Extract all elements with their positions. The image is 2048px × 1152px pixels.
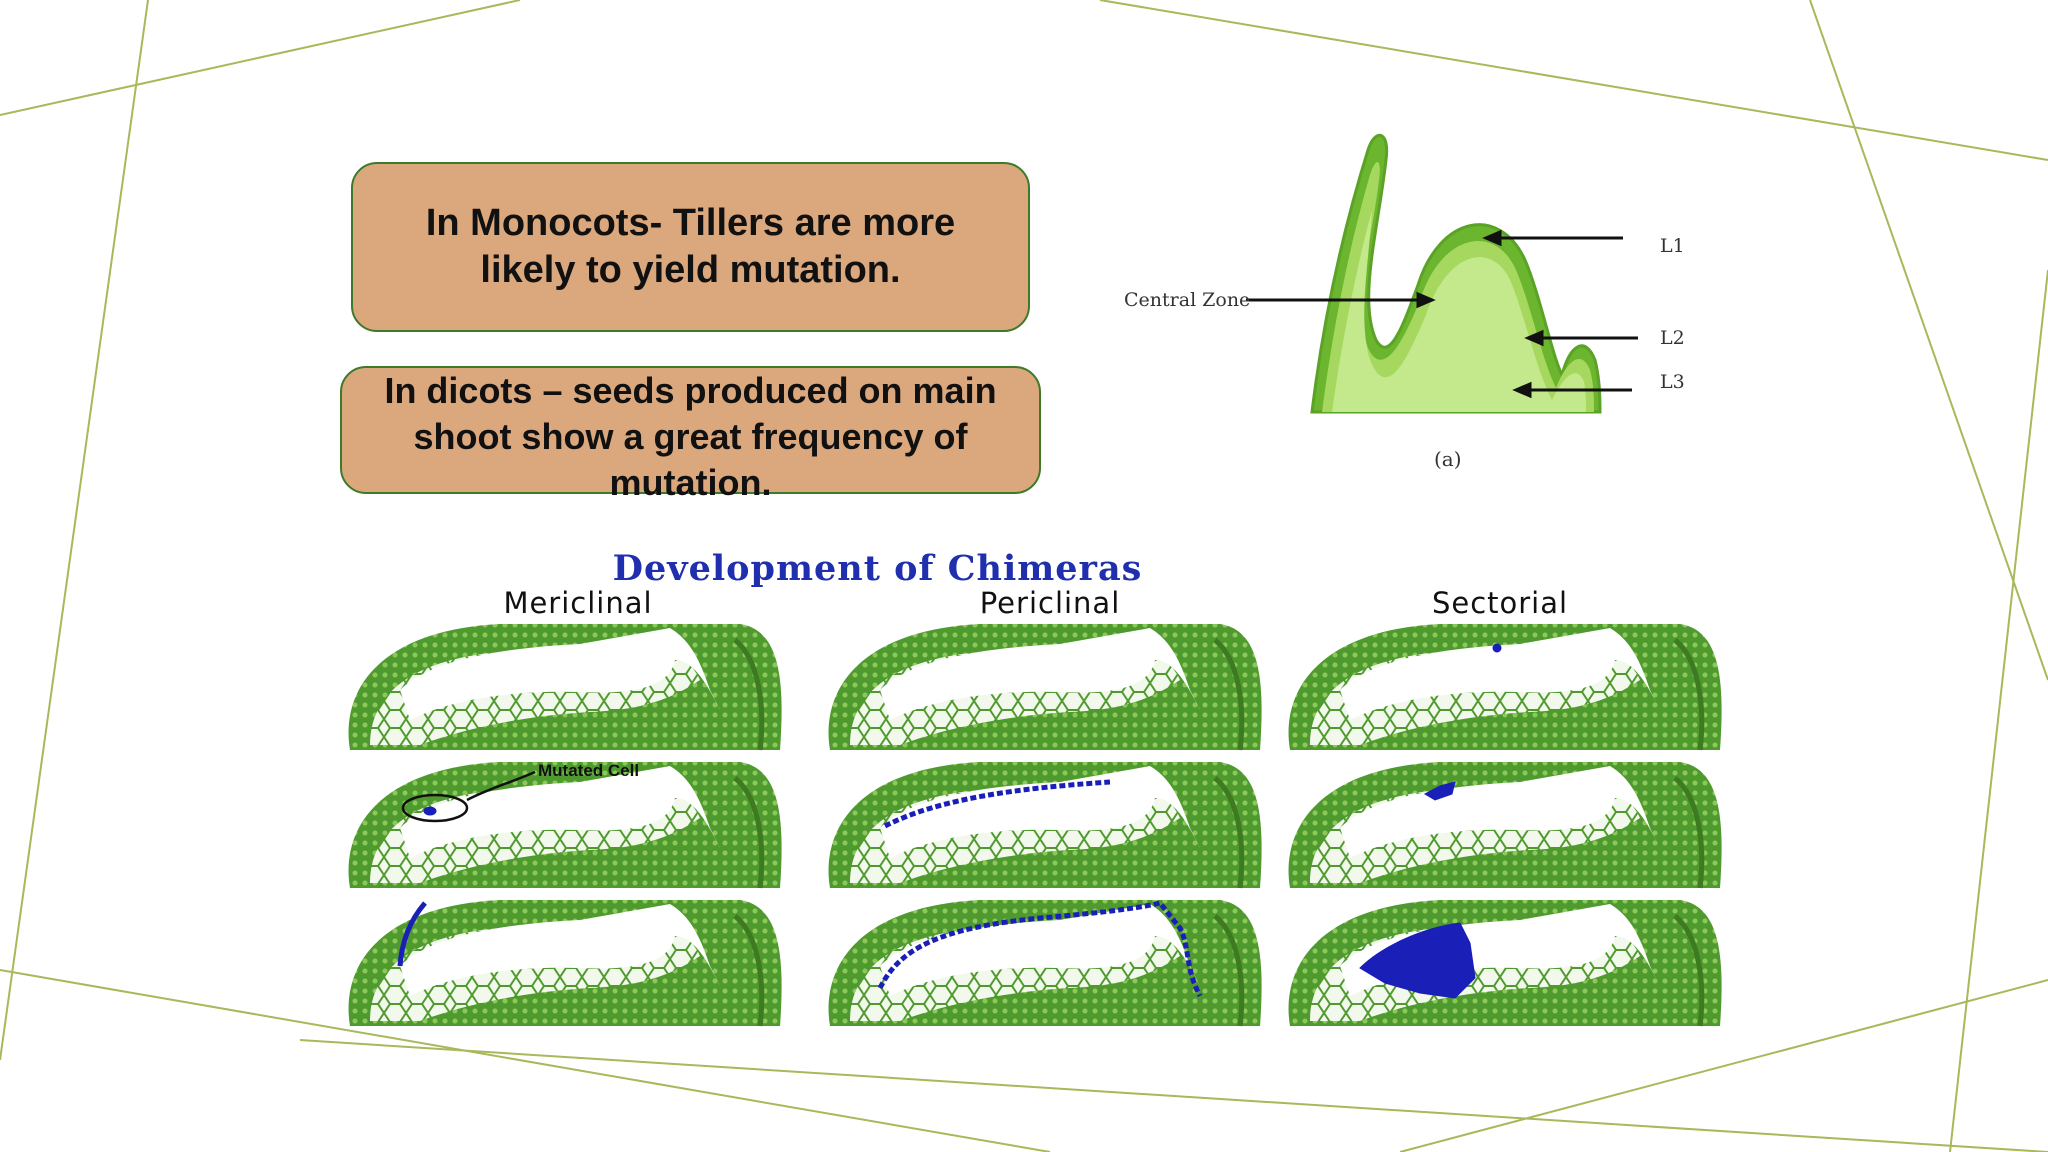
column-heading-sectorial: Sectorial bbox=[1431, 586, 1569, 620]
l1-arrowhead bbox=[1482, 229, 1502, 247]
mericlinal-mutated-cell bbox=[423, 806, 437, 816]
monocots-callout-text: In Monocots- Tillers are more likely to … bbox=[425, 202, 956, 291]
column-heading-mericlinal: Mericlinal bbox=[503, 586, 653, 620]
column-heading-periclinal: Periclinal bbox=[979, 586, 1121, 620]
periclinal-stage-2 bbox=[829, 762, 1262, 888]
l2-arrowhead bbox=[1524, 329, 1544, 347]
periclinal-stage-3 bbox=[829, 900, 1262, 1026]
chimeras-title: Development of Chimeras bbox=[612, 548, 1143, 589]
meristem-l3-corpus bbox=[1332, 210, 1586, 412]
sectorial-stage-2 bbox=[1289, 762, 1722, 888]
l1-label: L1 bbox=[1660, 235, 1685, 257]
monocots-callout: In Monocots- Tillers are more likely to … bbox=[351, 162, 1030, 332]
l2-label: L2 bbox=[1660, 327, 1685, 349]
panel-label: (a) bbox=[1434, 447, 1462, 471]
sectorial-mutated-sector-3 bbox=[1359, 922, 1476, 999]
mutated-cell-leader-line bbox=[466, 770, 536, 802]
sectorial-mutated-sector-2 bbox=[1423, 781, 1456, 801]
dicots-callout-text: In dicots – seeds produced on main shoot… bbox=[384, 370, 997, 503]
mericlinal-stage-2 bbox=[349, 762, 782, 888]
periclinal-stage-1 bbox=[829, 624, 1262, 750]
chimera-development-grid: Mutated Cell bbox=[340, 618, 1740, 1036]
meristem-layers-diagram: Central Zone L1 L2 L3 (a) bbox=[1124, 133, 1685, 471]
l3-arrowhead bbox=[1512, 381, 1532, 399]
mericlinal-stage-1 bbox=[349, 624, 782, 750]
l3-label: L3 bbox=[1660, 371, 1685, 393]
mutated-cell-label: Mutated Cell bbox=[538, 761, 639, 780]
mutated-cell-outline bbox=[401, 793, 469, 823]
sectorial-stage-1 bbox=[1289, 624, 1722, 750]
mericlinal-mutated-sector bbox=[397, 901, 427, 967]
dicots-callout: In dicots – seeds produced on main shoot… bbox=[340, 366, 1041, 503]
central-zone-arrowhead bbox=[1416, 291, 1436, 309]
sectorial-stage-3 bbox=[1289, 900, 1722, 1026]
periclinal-mutated-layer-2 bbox=[883, 779, 1111, 829]
periclinal-mutated-layer-3 bbox=[877, 900, 1203, 998]
sectorial-mutated-cell-1 bbox=[1492, 643, 1502, 653]
central-zone-label: Central Zone bbox=[1124, 289, 1250, 311]
